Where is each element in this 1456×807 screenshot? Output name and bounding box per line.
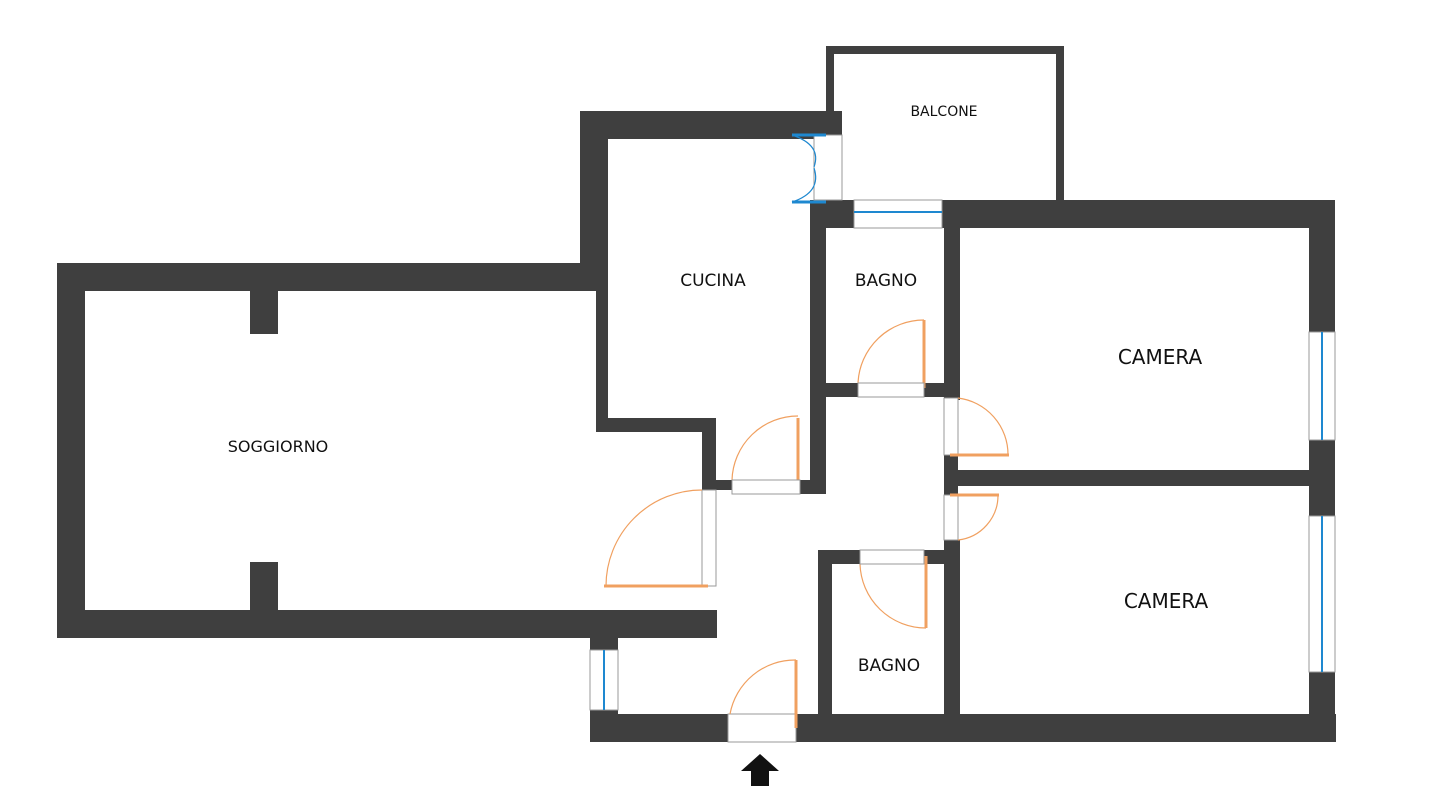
door-opening-soggiorno: [701, 489, 717, 587]
wall-soggiorno-top: [57, 263, 607, 291]
door-bagno-bottom-swing: [859, 563, 927, 629]
label-balcone: BALCONE: [910, 104, 977, 120]
wall-cucina-right-lower: [810, 200, 826, 494]
wall-cucina-step-down: [702, 418, 716, 490]
door-opening-camera-bottom: [943, 494, 959, 541]
door-camera-top-swing: [957, 397, 1009, 456]
door-bagno-bottom-frame: [859, 549, 925, 565]
wall-soggiorno-pillar-top: [250, 288, 278, 334]
door-cucina-swing: [731, 415, 799, 481]
wall-bagno-bottom-top-right: [924, 550, 958, 564]
door-bagno-top-swing: [857, 319, 925, 384]
wall-cucina-left-lower: [596, 288, 608, 432]
wall-cucina-bottom-left: [702, 480, 732, 490]
wall-soggiorno-pillar-bottom: [250, 562, 278, 612]
label-camera-top: CAMERA: [1118, 345, 1203, 369]
wall-corridor-left-lower: [590, 636, 618, 650]
wall-bagno-top-bottom-left: [818, 383, 858, 397]
wall-camera-divider: [958, 470, 1335, 486]
wall-soggiorno-left: [57, 263, 85, 638]
door-camera-bottom-swing: [957, 494, 999, 541]
room-labels: SOGGIORNO CUCINA BALCONE BAGNO BAGNO CAM…: [228, 104, 1209, 676]
wall-balcone-top: [826, 46, 1064, 54]
wall-balcone-left: [826, 46, 834, 136]
wall-balcone-right: [1056, 46, 1064, 202]
door-opening-camera-top: [943, 397, 959, 456]
door-balcone-swing-top: [791, 134, 817, 168]
balcony-door-frame: [813, 134, 843, 201]
door-balcone-swing-bottom: [791, 167, 817, 203]
label-cucina: CUCINA: [680, 271, 746, 291]
wall-bottom-right: [796, 714, 1336, 742]
windows: [589, 134, 1336, 743]
door-cucina-frame: [731, 479, 801, 495]
wall-corridor-left-bottom: [590, 710, 618, 742]
wall-camera-right-upper: [1309, 200, 1335, 332]
label-bagno-top: BAGNO: [855, 271, 917, 291]
wall-cucina-left-upper: [580, 111, 608, 291]
doors: [604, 133, 1009, 728]
door-entrance-swing: [729, 659, 797, 715]
walls: [57, 46, 1336, 742]
wall-bagno-top-upper: [810, 200, 854, 228]
wall-camera-left-mid: [944, 455, 958, 495]
label-camera-bottom: CAMERA: [1124, 589, 1209, 613]
wall-camera-left-lower: [944, 540, 960, 742]
label-soggiorno: SOGGIORNO: [228, 437, 329, 456]
wall-cucina-step: [596, 418, 716, 432]
label-bagno-bottom: BAGNO: [858, 656, 920, 676]
wall-camera-top-top: [942, 200, 1335, 228]
up-arrow-icon: [741, 754, 779, 786]
wall-bagno-bottom-left: [818, 550, 832, 742]
door-opening-entrance: [727, 713, 797, 743]
wall-cucina-bottom-right: [800, 480, 826, 494]
wall-bagno-top-right: [944, 200, 960, 400]
wall-soggiorno-bottom: [57, 610, 717, 638]
door-bagno-top-frame: [857, 382, 925, 398]
door-soggiorno-swing: [605, 489, 703, 587]
window-bagno-top: [853, 199, 943, 229]
